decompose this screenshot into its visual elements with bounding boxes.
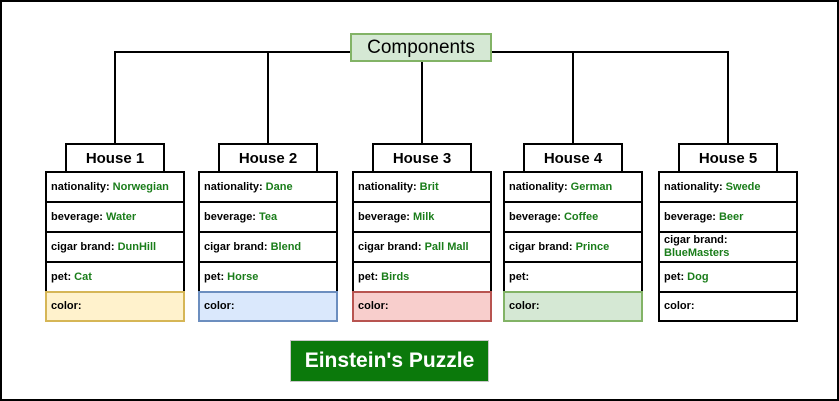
- house-4-card: House 4 nationality: German beverage: Co…: [503, 143, 643, 322]
- attr-label: pet:: [664, 270, 685, 283]
- attr-value: DunHill: [117, 240, 157, 253]
- attr-label: pet:: [51, 270, 72, 283]
- attr-value: Horse: [227, 270, 259, 283]
- attr-value: Cat: [74, 270, 92, 283]
- house-2-card: House 2 nationality: Dane beverage: Tea …: [198, 143, 338, 322]
- attr-label: nationality:: [51, 180, 110, 193]
- attr-label: pet:: [358, 270, 379, 283]
- attr-value: Norwegian: [112, 180, 169, 193]
- house-title: House 3: [372, 143, 472, 173]
- attr-label: pet:: [204, 270, 225, 283]
- house-title: House 2: [218, 143, 318, 173]
- attr-label: beverage:: [358, 210, 410, 223]
- attr-row-beverage: beverage: Beer: [658, 201, 798, 233]
- attr-row-cigar-brand: cigar brand: DunHill: [45, 231, 185, 263]
- attr-row-cigar-brand: cigar brand: Pall Mall: [352, 231, 492, 263]
- connector-house-2: [267, 51, 269, 143]
- attr-row-nationality: nationality: Brit: [352, 171, 492, 203]
- attr-label: nationality:: [204, 180, 263, 193]
- components-node: Components: [350, 33, 492, 62]
- attr-label: nationality:: [664, 180, 723, 193]
- attr-row-nationality: nationality: German: [503, 171, 643, 203]
- attr-value: Water: [105, 210, 137, 223]
- connector-house-4: [572, 51, 574, 143]
- attr-row-nationality: nationality: Swede: [658, 171, 798, 203]
- connector-house-1: [114, 51, 116, 143]
- attr-value: German: [570, 180, 613, 193]
- connector-house-3: [421, 61, 423, 143]
- attr-label: color:: [509, 300, 540, 312]
- attr-label: cigar brand:: [204, 240, 268, 253]
- attr-value: Brit: [419, 180, 439, 193]
- attr-value: Prince: [575, 240, 610, 253]
- attr-value: Blend: [270, 240, 302, 253]
- attr-value: Coffee: [563, 210, 599, 223]
- attr-row-pet: pet: Dog: [658, 261, 798, 293]
- house-title: House 4: [523, 143, 623, 173]
- attr-row-pet: pet:: [503, 261, 643, 293]
- attr-label: beverage:: [204, 210, 256, 223]
- attr-row-pet: pet: Cat: [45, 261, 185, 293]
- attr-value: Beer: [718, 210, 744, 223]
- house-5-card: House 5 nationality: Swede beverage: Bee…: [658, 143, 798, 322]
- attr-label: color:: [51, 300, 82, 312]
- attr-label: beverage:: [664, 210, 716, 223]
- attr-label: nationality:: [358, 180, 417, 193]
- attr-row-color: color:: [45, 291, 185, 322]
- attr-value: Dane: [265, 180, 293, 193]
- attr-row-beverage: beverage: Tea: [198, 201, 338, 233]
- attr-row-beverage: beverage: Milk: [352, 201, 492, 233]
- attr-value: Birds: [381, 270, 410, 283]
- puzzle-title-banner: Einstein's Puzzle: [290, 340, 489, 382]
- connector-house-5: [727, 51, 729, 143]
- attr-label: beverage:: [509, 210, 561, 223]
- attr-row-nationality: nationality: Dane: [198, 171, 338, 203]
- house-1-card: House 1 nationality: Norwegian beverage:…: [45, 143, 185, 322]
- attr-row-cigar-brand: cigar brand: Prince: [503, 231, 643, 263]
- attr-label: cigar brand:: [509, 240, 573, 253]
- attr-value: Milk: [412, 210, 435, 223]
- attr-row-color: color:: [198, 291, 338, 322]
- attr-row-cigar-brand: cigar brand: BlueMasters: [658, 231, 798, 263]
- attr-value: BlueMasters: [664, 247, 730, 259]
- attr-row-pet: pet: Birds: [352, 261, 492, 293]
- attr-label: cigar brand:: [358, 240, 422, 253]
- attr-row-nationality: nationality: Norwegian: [45, 171, 185, 203]
- attr-row-color: color:: [503, 291, 643, 322]
- attr-value: Swede: [725, 180, 761, 193]
- house-title: House 1: [65, 143, 165, 173]
- house-3-card: House 3 nationality: Brit beverage: Milk…: [352, 143, 492, 322]
- attr-value: Pall Mall: [424, 240, 469, 253]
- attr-value: Dog: [687, 270, 709, 283]
- attr-label: color:: [664, 300, 695, 312]
- attr-label: cigar brand:: [51, 240, 115, 253]
- attr-row-cigar-brand: cigar brand: Blend: [198, 231, 338, 263]
- components-label: Components: [367, 36, 475, 58]
- attr-label: color:: [204, 300, 235, 312]
- attr-label: beverage:: [51, 210, 103, 223]
- attr-row-beverage: beverage: Coffee: [503, 201, 643, 233]
- attr-row-beverage: beverage: Water: [45, 201, 185, 233]
- puzzle-title-label: Einstein's Puzzle: [304, 349, 475, 372]
- house-title: House 5: [678, 143, 778, 173]
- attr-label: cigar brand:: [664, 234, 728, 246]
- attr-row-color: color:: [658, 291, 798, 322]
- attr-label: color:: [358, 300, 389, 312]
- attr-row-pet: pet: Horse: [198, 261, 338, 293]
- attr-label: pet:: [509, 270, 530, 283]
- attr-row-color: color:: [352, 291, 492, 322]
- attr-label: nationality:: [509, 180, 568, 193]
- attr-value: Tea: [258, 210, 278, 223]
